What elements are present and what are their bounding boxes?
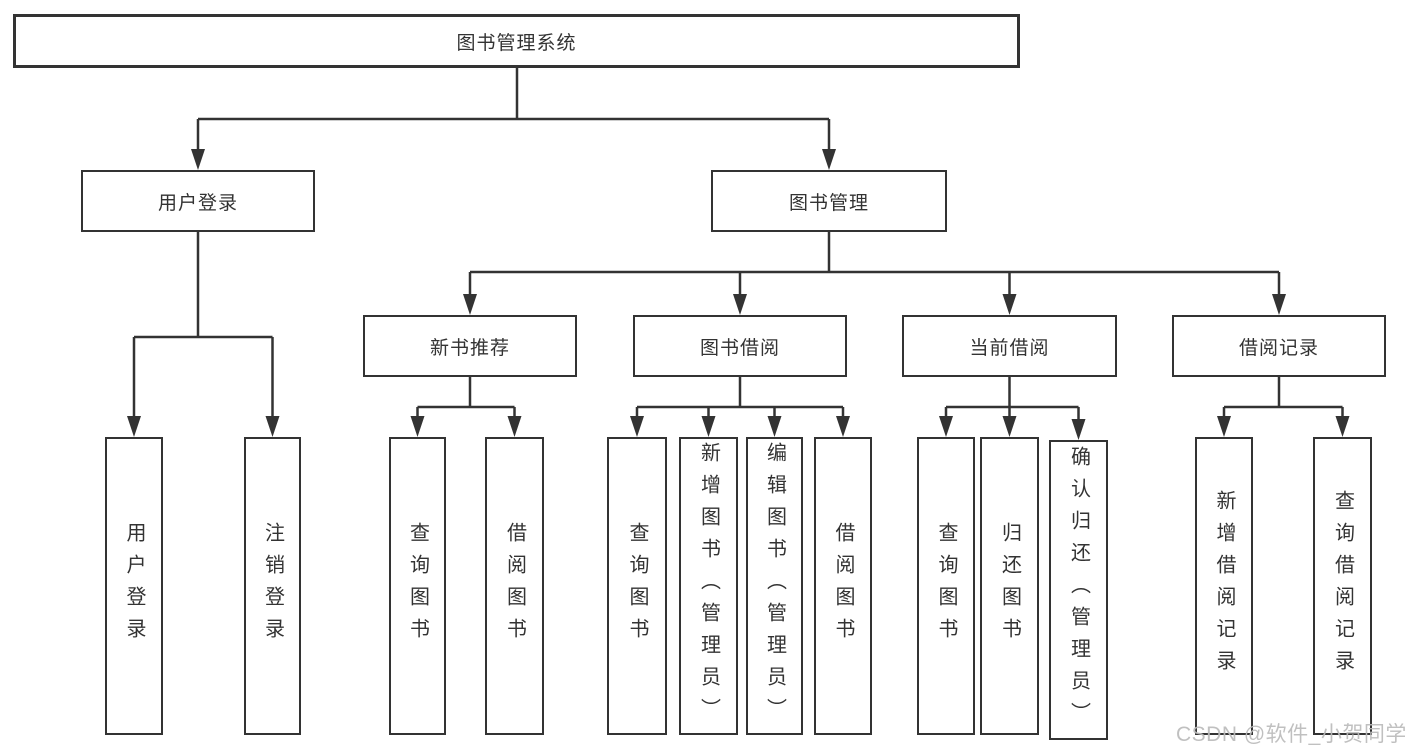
node-leaf-query-borrow-record: 查询借阅记录 (1313, 437, 1372, 735)
node-user-login: 用户登录 (81, 170, 315, 232)
node-leaf-borrow-books-1: 借阅图书 (485, 437, 544, 735)
node-leaf-edit-book-admin: 编辑图书（管理员） (746, 437, 803, 735)
node-leaf-query-books-3: 查询图书 (917, 437, 975, 735)
node-leaf-borrow-books-2: 借阅图书 (814, 437, 872, 735)
node-borrow-records: 借阅记录 (1172, 315, 1386, 377)
node-leaf-logout: 注销登录 (244, 437, 301, 735)
node-book-management: 图书管理 (711, 170, 947, 232)
node-leaf-query-books-1: 查询图书 (389, 437, 446, 735)
node-new-book-recommend: 新书推荐 (363, 315, 577, 377)
node-system-root: 图书管理系统 (13, 14, 1020, 68)
node-leaf-add-borrow-record: 新增借阅记录 (1195, 437, 1253, 735)
node-current-borrow: 当前借阅 (902, 315, 1117, 377)
node-leaf-confirm-return-admin: 确认归还（管理员） (1049, 440, 1108, 740)
tree-edges (132, 68, 1344, 425)
node-book-borrow: 图书借阅 (633, 315, 847, 377)
arrowhead-icons (127, 149, 1350, 440)
node-leaf-user-login: 用户登录 (105, 437, 163, 735)
csdn-watermark: CSDN @软件_小贺同学 (1176, 723, 1405, 746)
node-leaf-query-books-2: 查询图书 (607, 437, 667, 735)
node-leaf-add-book-admin: 新增图书（管理员） (679, 437, 738, 735)
node-leaf-return-book: 归还图书 (980, 437, 1039, 735)
